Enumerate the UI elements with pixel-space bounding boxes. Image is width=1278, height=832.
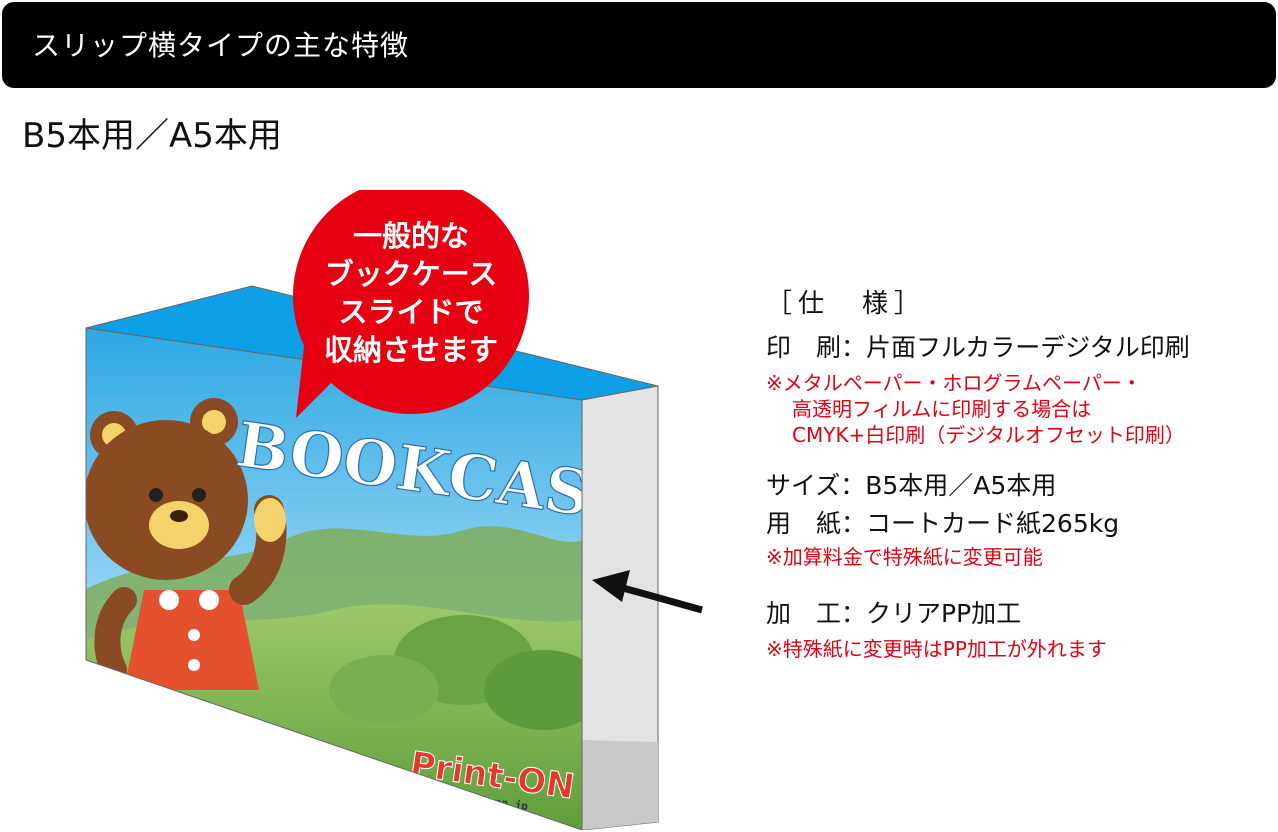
spec-printing-note-3: CMYK+白印刷（デジタルオフセット印刷） — [792, 423, 1185, 447]
bookcase-illustration: BOOKCASE Print-ON www.print-on.jp 一般的な ブ… — [85, 190, 703, 830]
speech-bubble: 一般的な ブックケース スライドで 収納させます — [293, 190, 529, 418]
header-title: スリップ横タイプの主な特徴 — [32, 29, 410, 62]
case-side-opening — [582, 740, 658, 830]
page-subtitle: B5本用／A5本用 — [22, 116, 282, 156]
spec-panel: ［仕 様］ 印 刷：片面フルカラーデジタル印刷 ※メタルペーパー・ホログラムペー… — [766, 284, 1276, 662]
spec-finish-note: ※特殊紙に変更時はPP加工が外れます — [766, 637, 1107, 661]
spec-printing-note-1: ※メタルペーパー・ホログラムペーパー・ — [766, 371, 1142, 395]
bubble-line-4: 収納させます — [324, 333, 498, 367]
spec-paper-note: ※加算料金で特殊紙に変更可能 — [766, 545, 1043, 569]
spec-heading: ［仕 様］ — [766, 289, 927, 319]
header-bar: スリップ横タイプの主な特徴 — [2, 2, 1276, 88]
bear-character — [86, 398, 287, 690]
bubble-line-1: 一般的な — [353, 219, 469, 253]
spec-finish: 加 工：クリアPP加工 — [766, 599, 1022, 628]
spec-size: サイズ：B5本用／A5本用 — [766, 471, 1057, 500]
arrow-left-icon — [592, 570, 703, 614]
spec-paper: 用 紙：コートカード紙265kg — [766, 509, 1120, 538]
spec-printing: 印 刷：片面フルカラーデジタル印刷 — [766, 333, 1190, 362]
spec-printing-note-2: 高透明フィルムに印刷する場合は — [792, 397, 1092, 421]
bubble-line-3: スライドで — [338, 295, 483, 329]
bubble-line-2: ブックケース — [325, 257, 498, 291]
